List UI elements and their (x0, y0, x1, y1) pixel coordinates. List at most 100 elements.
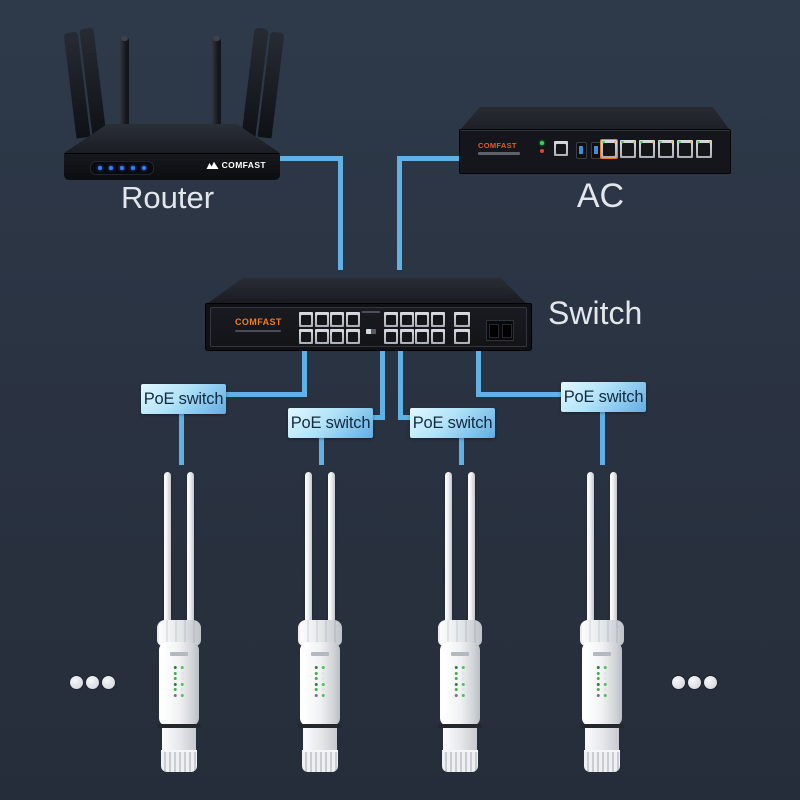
alert-led (540, 149, 544, 153)
dot (672, 676, 685, 689)
ap-antenna-collar (438, 620, 482, 646)
cable-switch-to-poe4-vertical (476, 344, 481, 397)
port-slot (603, 143, 615, 156)
cable-poe1-to-ap1 (179, 410, 184, 465)
ap-led (596, 666, 600, 669)
switch-front-panel: COMFAST (210, 307, 527, 347)
switch-uplink-ports (454, 312, 470, 344)
ac-brand-subtitle-bar (478, 152, 520, 155)
port-slot (622, 143, 634, 156)
ap-ribbed-cap (302, 750, 338, 772)
ap-antenna-right (610, 472, 617, 624)
ap-led (321, 682, 325, 686)
port-slot (456, 331, 468, 342)
ap-led (461, 693, 465, 697)
ap-led (603, 682, 607, 686)
ap-led (321, 688, 325, 691)
ap-led (173, 677, 177, 680)
ap-led (454, 677, 458, 680)
cable-switch-to-poe3-vertical (398, 344, 403, 420)
switch-model-text-bar (235, 329, 281, 332)
router-status-led (109, 166, 113, 170)
port-slot (660, 143, 672, 156)
cable-ac-horizontal (397, 156, 463, 161)
port-slot (456, 315, 468, 325)
activity-led (651, 140, 654, 143)
access-point-4 (572, 472, 632, 772)
cable-switch-to-poe3-horizontal (398, 415, 413, 420)
ac-ethernet-ports (600, 139, 712, 159)
ap-led-panel (454, 666, 466, 697)
dot (688, 676, 701, 689)
poe-switch-label-4: PoE switch (561, 382, 646, 412)
link-led (602, 140, 605, 143)
port-slot (432, 331, 443, 342)
uplink-port (454, 312, 470, 327)
poe-switch-label-3: PoE switch (410, 408, 495, 438)
switch-label: Switch (548, 295, 643, 331)
router-brand: COMFAST (206, 160, 266, 170)
cable-router-horizontal (277, 156, 343, 161)
link-led (659, 140, 662, 143)
lan-port (677, 140, 693, 158)
ethernet-port (399, 312, 414, 327)
cable-poe4-to-ap4 (600, 408, 605, 465)
ac-chassis-front: COMFAST (459, 129, 731, 174)
ethernet-port (415, 312, 429, 327)
ap-led (461, 671, 465, 675)
activity-led (632, 140, 635, 143)
ap-ribbed-cap (161, 750, 197, 772)
ethernet-port (345, 328, 360, 344)
ap-led (321, 677, 325, 680)
lan-port (620, 140, 636, 158)
ap-antenna-collar (580, 620, 624, 646)
dot (704, 676, 717, 689)
ap-led (596, 693, 600, 697)
poe-switch-label-1: PoE switch (141, 384, 226, 414)
ap-lower-body (162, 728, 196, 752)
port-slot (332, 331, 342, 342)
cable-switch-to-poe2-vertical (380, 344, 385, 420)
switch-brand-text: COMFAST (235, 317, 282, 327)
ap-led (180, 671, 184, 675)
switch-chassis-top (208, 278, 526, 303)
dot (102, 676, 115, 689)
ap-led (314, 666, 318, 669)
ap-led (321, 666, 325, 669)
ap-led (596, 671, 600, 675)
router-status-led (98, 166, 102, 170)
port-slot (386, 315, 396, 325)
switch-device: COMFAST (205, 277, 532, 353)
ap-antenna-left (587, 472, 594, 624)
ap-body (159, 642, 199, 726)
ac-brand-text: COMFAST (478, 141, 517, 150)
ethernet-port (330, 312, 344, 327)
console-port (554, 141, 568, 156)
port-slot (679, 143, 691, 156)
port-slot (386, 331, 396, 342)
lan-port (658, 140, 674, 158)
ap-separator-ring (298, 724, 342, 728)
router-brand-text: COMFAST (221, 160, 266, 170)
cable-router-to-switch (338, 156, 343, 270)
ap-led (461, 688, 465, 691)
switch-port-group-1 (299, 312, 360, 344)
cable-ac-to-switch (397, 156, 402, 270)
ap-ribbed-cap (442, 750, 478, 772)
switch-chassis-front: COMFAST (205, 303, 532, 351)
switch-mode-area (360, 311, 382, 343)
ethernet-port (345, 312, 360, 327)
port-slot (417, 331, 427, 342)
ap-led-panel (314, 666, 326, 697)
port-slot (432, 315, 443, 325)
ap-led (461, 677, 465, 680)
router-antenna-rod-2 (212, 36, 221, 140)
ap-led (461, 666, 465, 669)
ethernet-port (384, 312, 398, 327)
port-slot (698, 143, 710, 156)
switch-mode-label-bar (362, 311, 380, 313)
ap-led (173, 666, 177, 669)
switch-port-group-2 (384, 312, 445, 344)
port-slot (641, 143, 653, 156)
ap-antenna-collar (298, 620, 342, 646)
